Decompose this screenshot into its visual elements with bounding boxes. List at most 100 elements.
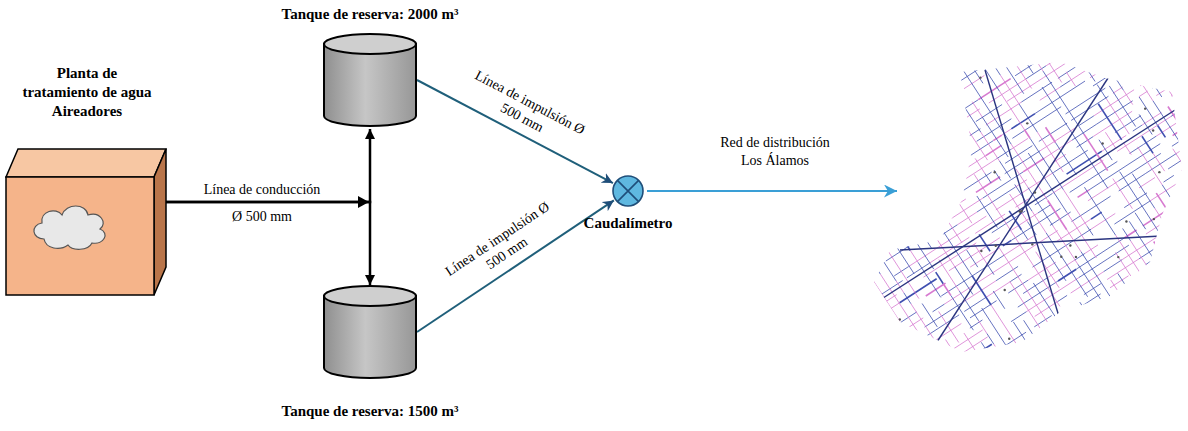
street-line: [1024, 320, 1042, 348]
street-line: [1164, 362, 1175, 379]
street-line: [1000, 91, 1025, 129]
street-line: [974, 244, 988, 265]
street-line: [1011, 138, 1027, 149]
street-line: [972, 276, 991, 305]
node-heading: Tanque de reserva: 2000 m³: [250, 5, 490, 24]
street-line: [938, 100, 962, 116]
street-line: [1036, 0, 1049, 10]
street-line: [999, 423, 1022, 431]
street-line: [974, 174, 987, 194]
street-line: [1157, 229, 1180, 265]
street-line: [1039, 396, 1064, 431]
street-line: [1181, 337, 1188, 353]
box-side-face: [154, 149, 166, 295]
street-line: [1151, 307, 1168, 333]
street-line: [1153, 81, 1164, 88]
street-line: [959, 378, 973, 400]
street-line: [1011, 114, 1035, 129]
street-line: [1067, 63, 1082, 73]
street-line: [828, 89, 838, 104]
street-line: [887, 152, 898, 159]
street-line: [917, 86, 931, 107]
street-line: [1141, 0, 1173, 4]
street-line: [1058, 73, 1067, 79]
street-line: [870, 259, 880, 274]
street-line: [969, 238, 1000, 258]
street-line: [931, 108, 954, 143]
pipe-connector: [154, 202, 370, 285]
street-line: [1170, 231, 1187, 257]
map-node-dot: [1004, 289, 1006, 291]
street-line: [961, 120, 987, 160]
street-line: [1072, 124, 1097, 140]
street-line: [985, 371, 998, 380]
street-line: [1121, 296, 1132, 313]
street-line: [1084, 134, 1108, 171]
street-line: [918, 175, 935, 202]
street-line: [1129, 57, 1153, 73]
street-line: [1155, 0, 1182, 15]
street-line: [903, 188, 921, 199]
node-heading: Planta de tratamiento de agua Aireadores: [22, 64, 152, 121]
street-line: [1010, 274, 1021, 281]
street-line: [984, 379, 1001, 390]
street-line: [953, 130, 962, 136]
street-line: [1114, 201, 1149, 224]
street-line: [1130, 30, 1148, 42]
street-line: [1133, 125, 1142, 131]
street-line: [994, 170, 1001, 180]
tank-top: [324, 34, 416, 54]
street-line: [1020, 382, 1042, 396]
street-line: [916, 120, 942, 160]
box-top-face: [6, 149, 166, 177]
street-line: [838, 104, 858, 134]
street-line: [846, 152, 860, 173]
street-line: [885, 89, 893, 102]
street-line: [900, 198, 920, 211]
street-line: [912, 348, 924, 356]
street-line: [817, 253, 836, 265]
street-line: [924, 236, 932, 248]
map-node-dot: [1127, 346, 1129, 348]
street-line: [799, 169, 824, 185]
street-line: [866, 95, 880, 116]
street-line: [1071, 410, 1083, 429]
street-line: [944, 389, 970, 406]
street-line: [1139, 91, 1148, 97]
street-line: [1056, 143, 1077, 175]
street-line: [1046, 40, 1085, 65]
street-line: [1021, 82, 1052, 102]
street-line: [1139, 178, 1155, 188]
pipe-label: Línea de conducción: [204, 181, 321, 198]
map-node-dot: [1100, 341, 1102, 343]
street-line: [908, 37, 914, 47]
street-line: [902, 307, 921, 337]
street-line: [774, 168, 795, 182]
street-line: [933, 427, 958, 431]
street-line: [891, 151, 914, 186]
street-line: [1059, 341, 1067, 354]
street-line: [999, 38, 1005, 48]
street-line: [1155, 279, 1165, 294]
street-line: [909, 91, 918, 106]
street-line: [1139, 323, 1164, 362]
street-line: [1079, 259, 1107, 277]
street-line: [1094, 344, 1117, 359]
street-line: [892, 170, 900, 182]
street-line: [934, 369, 970, 392]
street-line: [1082, 37, 1106, 53]
street-line: [1026, 428, 1034, 431]
street-line: [1029, 363, 1051, 397]
street-line: [1036, 252, 1059, 288]
street-line: [925, 204, 947, 237]
street-line: [1103, 390, 1125, 424]
street-line: [986, 145, 1002, 155]
map-node-dot: [1153, 218, 1155, 220]
street-line: [836, 84, 853, 110]
street-line: [1177, 145, 1188, 153]
street-line: [1145, 153, 1176, 173]
street-line: [916, 136, 953, 160]
map-node-dot: [1034, 191, 1036, 193]
street-line: [1120, 24, 1141, 38]
street-line: [1035, 30, 1055, 43]
